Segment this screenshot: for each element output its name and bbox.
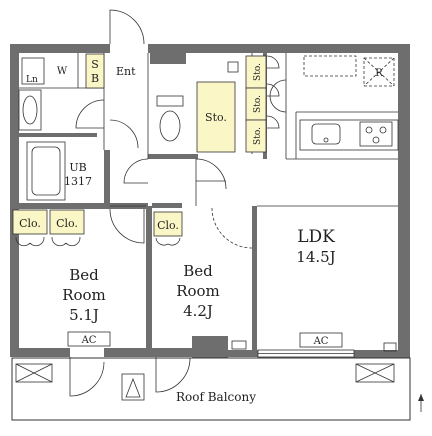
- clo-2-label: Clo.: [56, 217, 78, 230]
- sto-ldk-1-label: Sto.: [253, 63, 263, 81]
- kitchen-faucet: [323, 137, 329, 143]
- wall-right: [398, 44, 410, 358]
- wall-top-block: [150, 44, 186, 64]
- wm-label: Ln: [26, 75, 38, 85]
- sink-counter: [18, 89, 42, 131]
- sto-ldk-3-label: Sto.: [253, 127, 263, 145]
- sto-ldk-door-1: [266, 55, 280, 69]
- ac-1-label: AC: [81, 335, 97, 346]
- doors: [69, 9, 287, 397]
- wall-ldk-left: [252, 206, 257, 351]
- toilet-tank: [156, 95, 184, 107]
- sto-door-swing: [195, 158, 227, 190]
- bed2-line2: Room: [176, 282, 220, 300]
- sink-basin: [22, 95, 38, 125]
- clo-1-box: [12, 209, 48, 235]
- balcony-door-mid: [155, 357, 191, 393]
- bathtub: [26, 141, 66, 201]
- sto-ldk-door-3: [266, 115, 280, 129]
- wall-bath: [19, 133, 97, 137]
- bed1-door-swing: [109, 208, 145, 244]
- wall-bed2-top: [152, 203, 182, 208]
- ac-2-label: AC: [313, 336, 329, 347]
- wall-bottom-right: [228, 350, 258, 357]
- north-arrow-head: [418, 394, 424, 401]
- bed2-line1: Bed: [183, 262, 213, 280]
- clo-2-box: [49, 209, 85, 235]
- fridge-label: R: [375, 68, 383, 79]
- wall-bottom-mid: [104, 348, 192, 357]
- entry-door-swing: [109, 9, 145, 45]
- balcony-unit-left: [15, 363, 53, 383]
- balcony-label: Roof Balcony: [176, 390, 256, 404]
- toilet-door-swing: [123, 158, 149, 184]
- fridge: [363, 57, 395, 87]
- top-vent: [227, 61, 239, 73]
- balcony-outline: [11, 357, 411, 421]
- wic-label: W: [57, 66, 68, 77]
- cooktop: [359, 121, 393, 147]
- bathtub-inner: [31, 146, 61, 196]
- ldk-name: LDK: [297, 227, 335, 247]
- balcony-hatch: [121, 373, 145, 401]
- wall-toilet: [148, 154, 198, 159]
- ac-1-box: [67, 331, 111, 347]
- wall-bottom-left: [10, 348, 70, 357]
- wall-clo-top: [10, 203, 148, 209]
- sto-ldk-3-box: [245, 119, 267, 153]
- corridor-door-swing: [109, 119, 139, 149]
- ub-line1: UB: [69, 161, 86, 174]
- ac-2-box: [299, 332, 343, 348]
- wall-top-left: [10, 44, 110, 53]
- wall-top-right: [148, 44, 410, 53]
- ldk-window: [257, 349, 355, 358]
- storage-boxes: [12, 53, 267, 237]
- clo-3-label: Clo.: [157, 219, 179, 232]
- ub-line2: 1317: [64, 175, 92, 188]
- sto-ldk-2-label: Sto.: [253, 95, 263, 113]
- balcony: [11, 357, 424, 421]
- kitchen-upper-cabinet: [303, 55, 357, 77]
- clo-1-label: Clo.: [19, 217, 41, 230]
- kitchen-counter: [299, 119, 399, 151]
- clo-rail-1: [15, 236, 81, 247]
- bed2-door-swing: [211, 207, 253, 249]
- wall-corridor: [104, 150, 110, 206]
- wall-left: [10, 44, 19, 356]
- meter-box: [231, 340, 247, 350]
- sb-box: [85, 53, 105, 89]
- toilet-bowl: [159, 110, 181, 142]
- labels: LDK 14.5J Bed Room 5.1J Bed Room 4.2J UB…: [19, 58, 383, 404]
- balcony-unit-right: [355, 363, 395, 383]
- sto-ldk-door-2: [266, 83, 280, 97]
- sto-main-box: [196, 81, 236, 153]
- wall-bed-divider: [146, 206, 152, 350]
- sb-b-label: B: [91, 72, 99, 85]
- sb-s-label: S: [91, 58, 99, 71]
- ent-label: Ent: [116, 65, 136, 78]
- bed1-line2: Room: [62, 286, 106, 304]
- balcony-door-left: [69, 357, 105, 397]
- bath-door-swing: [75, 99, 105, 129]
- clo-rail-3: [155, 237, 181, 246]
- bed1-size: 5.1J: [69, 306, 99, 324]
- washing-machine: [21, 57, 45, 85]
- bed1-line1: Bed: [69, 266, 99, 284]
- clo-3-box: [153, 211, 183, 237]
- wall-bottom-ldk: [354, 350, 410, 358]
- sto-main-label: Sto.: [205, 111, 227, 124]
- wall-bottom-col: [192, 336, 228, 358]
- fixtures: [15, 55, 399, 352]
- kitchen-sink: [311, 123, 341, 145]
- bed2-size: 4.2J: [183, 302, 213, 320]
- outdoor-box: [383, 342, 397, 352]
- ldk-size: 14.5J: [296, 248, 335, 266]
